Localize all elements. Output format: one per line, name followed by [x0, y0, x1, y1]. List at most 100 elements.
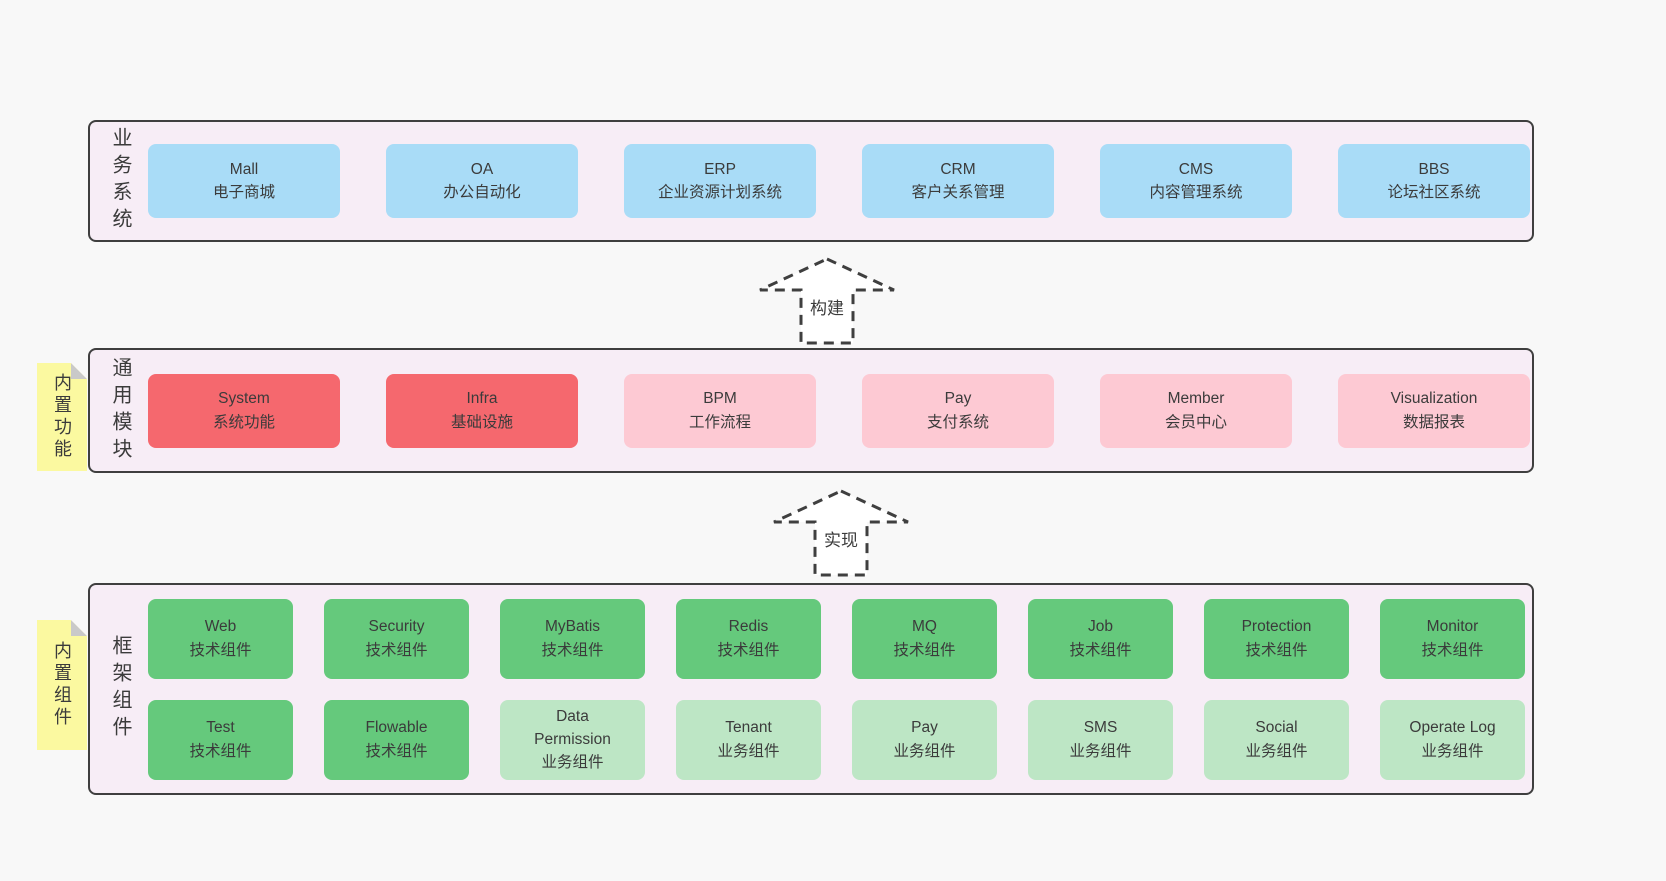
box-flowable: Flowable 技术组件	[324, 699, 469, 780]
box-title: Infra	[466, 390, 498, 408]
box-subtitle: 技术组件	[365, 641, 428, 659]
box-subtitle: 会员中心	[1164, 413, 1227, 431]
box-crm: CRM 客户关系管理	[862, 144, 1054, 218]
box-subtitle: 业务组件	[1421, 742, 1484, 760]
box-subtitle: 技术组件	[189, 641, 252, 659]
box-mall: Mall 电子商城	[148, 144, 340, 218]
box-title: Visualization	[1390, 390, 1478, 408]
box-sms: SMS 业务组件	[1028, 699, 1173, 780]
box-title: BBS	[1418, 160, 1450, 178]
box-subtitle: 技术组件	[1421, 641, 1484, 659]
box-title: CRM	[940, 160, 976, 178]
layer-label-common-modules: 通用模块	[109, 356, 131, 465]
sticky-note-built-in-components: 内置组件	[37, 620, 87, 750]
box-title: ERP	[704, 160, 736, 178]
box-subtitle: 基础设施	[450, 413, 513, 431]
box-erp: ERP 企业资源计划系统	[624, 144, 816, 218]
component-box-row-2: Test 技术组件 Flowable 技术组件 Data Permission …	[148, 699, 1525, 780]
box-subtitle: 技术组件	[893, 641, 956, 659]
box-monitor: Monitor 技术组件	[1380, 598, 1525, 679]
box-oa: OA 办公自动化	[386, 144, 578, 218]
box-title: Web	[204, 618, 237, 636]
box-tenant: Tenant 业务组件	[676, 699, 821, 780]
box-test: Test 技术组件	[148, 699, 293, 780]
arrow-build-label: 构建	[807, 293, 847, 320]
box-title: Tenant	[725, 719, 772, 737]
sticky-label: 内置组件	[52, 641, 72, 729]
arrow-build: 构建	[757, 256, 897, 346]
box-visualization: Visualization 数据报表	[1338, 373, 1530, 448]
box-title: Redis	[728, 618, 769, 636]
sticky-note-built-in-features: 内置功能	[37, 363, 87, 471]
box-infra: Infra 基础设施	[386, 373, 578, 448]
box-subtitle: 技术组件	[717, 641, 780, 659]
box-pay-system: Pay 支付系统	[862, 373, 1054, 448]
box-subtitle: 支付系统	[926, 413, 989, 431]
box-subtitle: 业务组件	[1245, 742, 1308, 760]
box-cms: CMS 内容管理系统	[1100, 144, 1292, 218]
box-bbs: BBS 论坛社区系统	[1338, 144, 1530, 218]
box-subtitle: 电子商城	[212, 184, 275, 201]
box-subtitle: 办公自动化	[443, 184, 521, 201]
box-social: Social 业务组件	[1204, 699, 1349, 780]
box-subtitle: 客户关系管理	[911, 184, 1005, 201]
box-subtitle: 业务组件	[717, 742, 780, 760]
layer-business-systems: 业务系统 Mall 电子商城 OA 办公自动化 ERP 企业资源计划系统 CRM…	[88, 120, 1534, 242]
box-subtitle: 业务组件	[893, 742, 956, 760]
box-job: Job 技术组件	[1028, 598, 1173, 679]
box-subtitle: 内容管理系统	[1149, 184, 1243, 201]
box-pay-component: Pay 业务组件	[852, 699, 997, 780]
box-mybatis: MyBatis 技术组件	[500, 598, 645, 679]
box-member: Member 会员中心	[1100, 373, 1292, 448]
box-protection: Protection 技术组件	[1204, 598, 1349, 679]
box-title: OA	[470, 160, 494, 178]
sticky-label: 内置功能	[52, 373, 72, 461]
box-title: Data Permission	[534, 707, 611, 748]
box-subtitle: 技术组件	[1245, 641, 1308, 659]
box-title: Social	[1255, 719, 1298, 737]
layer-label-framework-components: 框架组件	[109, 635, 131, 743]
arrow-implement: 实现	[771, 488, 911, 578]
box-title: MQ	[912, 618, 937, 636]
box-bpm: BPM 工作流程	[624, 373, 816, 448]
box-title: Protection	[1241, 618, 1312, 636]
layer-common-modules: 通用模块 System 系统功能 Infra 基础设施 BPM 工作流程 Pay…	[88, 348, 1534, 473]
box-subtitle: 数据报表	[1402, 413, 1465, 431]
box-security: Security 技术组件	[324, 598, 469, 679]
box-subtitle: 业务组件	[541, 754, 604, 772]
box-title: Pay	[944, 390, 972, 408]
box-title: System	[218, 390, 270, 408]
business-box-row: Mall 电子商城 OA 办公自动化 ERP 企业资源计划系统 CRM 客户关系…	[148, 144, 1530, 218]
box-mq: MQ 技术组件	[852, 598, 997, 679]
box-title: Operate Log	[1409, 719, 1496, 737]
box-title: CMS	[1178, 160, 1214, 178]
box-title: Pay	[911, 719, 938, 737]
box-title: SMS	[1083, 719, 1118, 737]
box-subtitle: 企业资源计划系统	[657, 184, 782, 201]
box-data-permission: Data Permission 业务组件	[500, 699, 645, 780]
box-title: Monitor	[1426, 618, 1479, 636]
box-title: Mall	[229, 160, 259, 178]
box-subtitle: 技术组件	[541, 641, 604, 659]
component-rows: Web 技术组件 Security 技术组件 MyBatis 技术组件 Redi…	[130, 598, 1525, 780]
box-subtitle: 系统功能	[212, 413, 275, 431]
box-subtitle: 技术组件	[365, 742, 428, 760]
box-subtitle: 业务组件	[1069, 742, 1132, 760]
box-subtitle: 论坛社区系统	[1387, 184, 1481, 201]
box-title: Flowable	[365, 719, 428, 737]
arrow-implement-label: 实现	[821, 525, 861, 552]
box-title: Job	[1088, 618, 1113, 636]
box-title: MyBatis	[544, 618, 601, 636]
box-title: Security	[368, 618, 425, 636]
box-subtitle: 工作流程	[688, 413, 751, 431]
box-title: Member	[1167, 390, 1225, 408]
layer-label-business-systems: 业务系统	[109, 127, 131, 235]
component-box-row-1: Web 技术组件 Security 技术组件 MyBatis 技术组件 Redi…	[148, 598, 1525, 679]
box-web: Web 技术组件	[148, 598, 293, 679]
box-title: BPM	[703, 390, 737, 408]
box-system: System 系统功能	[148, 373, 340, 448]
module-box-row: System 系统功能 Infra 基础设施 BPM 工作流程 Pay 支付系统…	[148, 373, 1530, 448]
box-title: Test	[206, 719, 235, 737]
box-subtitle: 技术组件	[189, 742, 252, 760]
box-subtitle: 技术组件	[1069, 641, 1132, 659]
